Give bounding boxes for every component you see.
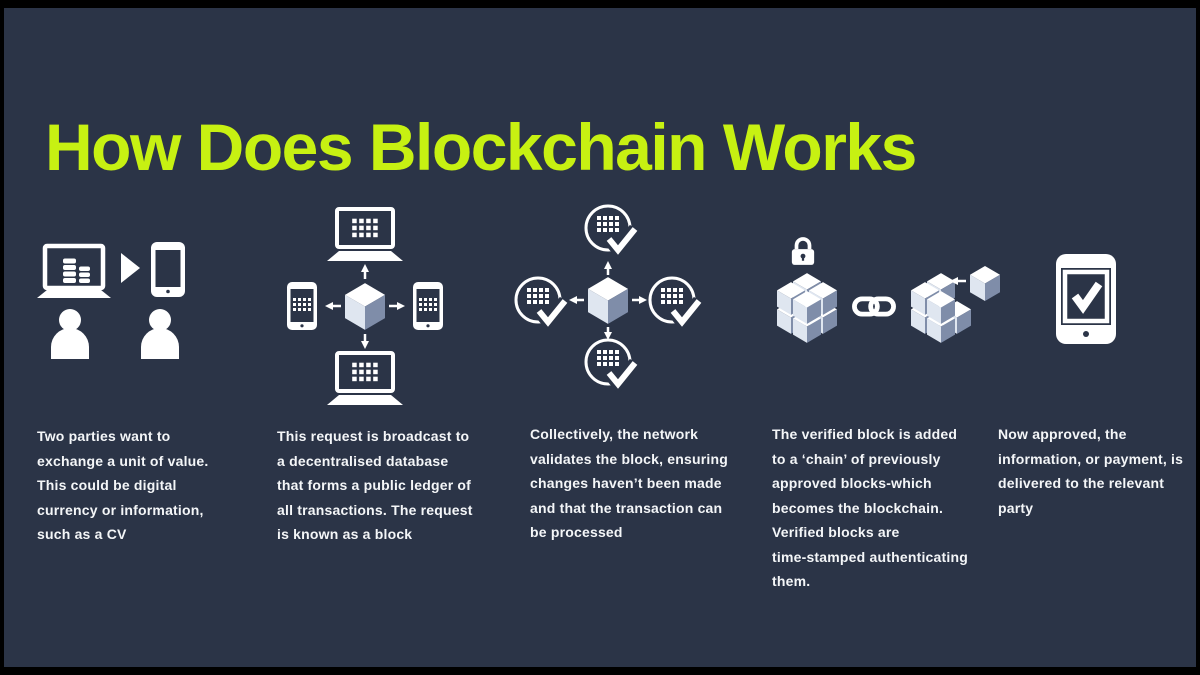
caption-line: and that the transaction can [530,499,723,516]
caption-line: is known as a block [277,526,413,542]
laptop-icon [327,351,403,405]
step3-icon-network-validation [508,203,708,395]
step3-caption: Collectively, the network validates the … [530,422,728,545]
caption-line: becomes the blockchain. [772,499,944,516]
block-cube-icon [345,283,385,330]
caption-line: delivered to the relevant [998,475,1165,491]
caption-line: time-stamped authenticating [772,548,968,565]
caption-line: be processed [530,524,623,540]
tablet-icon [151,242,185,297]
caption-line: that forms a public ledger of [277,477,472,493]
person-icon [141,309,179,359]
step4-caption: The verified block is added to a ‘chain’… [772,422,968,594]
caption-line: to a ‘chain’ of previously [772,450,941,467]
chain-link-icon [854,299,893,314]
step2-caption: This request is broadcast to a decentral… [277,424,473,547]
step5-caption: Now approved, the information, or paymen… [998,422,1183,520]
step1-icon-two-parties [35,238,185,360]
caption-line: a decentralised database [277,452,449,469]
caption-line: Verified blocks are [772,524,900,540]
lock-icon [790,237,816,266]
caption-line: Collectively, the network [530,426,699,442]
validator-node-icon [516,278,565,322]
step1-caption: Two parties want to exchange a unit of v… [37,424,209,547]
caption-line: all transactions. The request [277,501,473,518]
caption-line: such as a CV [37,526,127,542]
caption-line: information, or payment, is [998,450,1184,467]
person-icon [51,309,89,359]
caption-line: Now approved, the [998,426,1127,442]
validator-node-icon [586,206,635,250]
validator-node-icon [586,340,635,384]
page-title: How Does Blockchain Works [45,110,917,184]
caption-line: changes haven’t been made [530,475,722,491]
laptop-icon [327,207,403,261]
slide-background [4,8,1196,667]
caption-line: exchange a unit of value. [37,452,209,469]
caption-line: party [998,499,1034,516]
step5-icon-tablet-approved [1055,253,1117,345]
caption-line: them. [772,573,811,589]
block-cluster-icon [777,273,837,343]
caption-line: This request is broadcast to [277,428,470,444]
caption-line: currency or information, [37,501,204,518]
block-cluster-icon [911,273,971,343]
block-cube-icon [588,277,628,324]
caption-line: validates the block, ensuring [530,450,728,467]
laptop-money-icon [37,243,111,298]
caption-line: approved blocks-which [772,475,932,491]
transfer-arrow-icon [121,253,140,283]
caption-line: Two parties want to [37,428,171,444]
step2-icon-broadcast-network [283,205,447,405]
caption-line: This could be digital [37,477,177,493]
tablet-checkmark-icon [1056,254,1116,344]
validator-node-icon [650,278,699,322]
step4-icon-blockchain-chain [758,236,1000,344]
phone-icon [413,282,443,330]
phone-icon [287,282,317,330]
caption-line: The verified block is added [772,426,958,442]
new-block-cube-icon [970,266,1000,301]
